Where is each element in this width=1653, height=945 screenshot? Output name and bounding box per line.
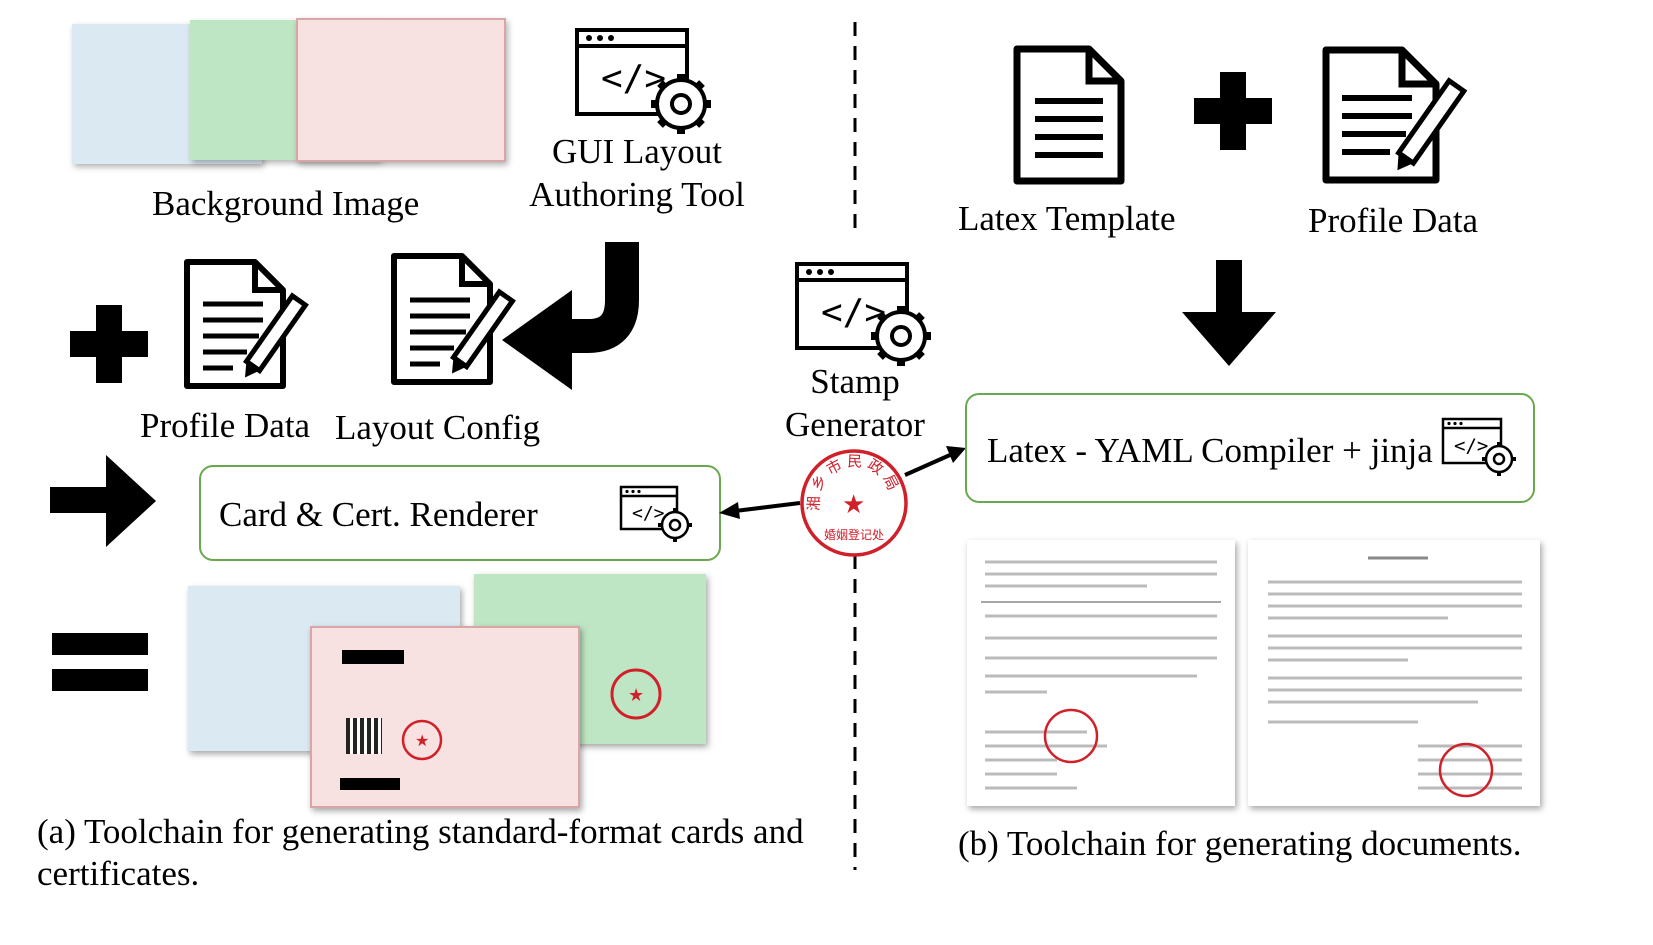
renderer-code-gear-icon: </>: [619, 485, 692, 542]
gui-tool-label-line1: GUI Layout: [551, 132, 723, 171]
svg-text:★: ★: [842, 490, 865, 519]
output-document-left: [967, 540, 1235, 806]
profile-data-label-right: Profile Data: [1308, 201, 1479, 240]
qr-code-icon: [346, 718, 382, 754]
profile-data-label-left: Profile Data: [140, 406, 311, 445]
svg-text:</>: </>: [1454, 435, 1488, 457]
green-card-stamp-icon: ★: [610, 668, 662, 720]
output-cards-collage: ★ ★: [188, 572, 708, 808]
doc-left-text-lines: [981, 560, 1221, 790]
latex-template-document-icon: [1013, 45, 1125, 185]
down-arrow-icon: [1182, 260, 1276, 366]
renderer-label: Card & Cert. Renderer: [219, 495, 538, 534]
stamp-generator-label-line1: Stamp: [810, 362, 900, 401]
gui-tool-label-line2: Authoring Tool: [529, 175, 745, 214]
gui-tool-code-gear-icon: </>: [575, 28, 711, 134]
cert-stamp-icon: ★: [401, 719, 443, 761]
profile-data-document-icon-right: [1322, 46, 1468, 184]
redacted-bar-bottom: [340, 778, 400, 790]
redacted-bar: [342, 650, 404, 664]
caption-a-line2: certificates.: [37, 854, 200, 893]
compiler-label: Latex - YAML Compiler + jinja: [987, 431, 1433, 470]
bg-card-pink: [296, 18, 506, 162]
profile-data-document-icon-left: [184, 259, 309, 389]
stamp-generator-code-gear-icon: </>: [795, 262, 931, 366]
layout-config-label: Layout Config: [335, 408, 541, 447]
background-image-label: Background Image: [152, 184, 420, 223]
curved-arrow-icon: [502, 242, 639, 390]
doc-right-text-lines: [1268, 556, 1522, 798]
svg-text:★: ★: [628, 685, 644, 705]
latex-yaml-compiler-box: Latex - YAML Compiler + jinja </>: [965, 393, 1535, 503]
compiler-code-gear-icon: </>: [1441, 417, 1516, 476]
background-image-collage: [72, 18, 506, 168]
svg-text:</>: </>: [601, 58, 666, 99]
svg-text:★: ★: [415, 733, 429, 750]
plus-icon-right: [1194, 72, 1272, 150]
caption-b: (b) Toolchain for generating documents.: [958, 824, 1522, 863]
card-cert-renderer-box: Card & Cert. Renderer </>: [199, 465, 721, 561]
layout-config-document-icon: [391, 253, 516, 385]
seal-bottom-text: 婚姻登记处: [824, 527, 884, 542]
equals-icon: [52, 633, 148, 691]
right-arrow-icon: [50, 455, 156, 547]
output-cert-pink: ★: [310, 626, 580, 808]
output-document-right: [1248, 540, 1540, 806]
red-seal-stamp: 湘乡市民政局 ★ 婚姻登记处: [800, 449, 908, 557]
stamp-generator-label-line2: Generator: [785, 405, 925, 444]
caption-a-line1: (a) Toolchain for generating standard-fo…: [37, 812, 804, 851]
latex-template-label: Latex Template: [958, 199, 1176, 238]
svg-text:</>: </>: [821, 292, 886, 333]
svg-text:</>: </>: [632, 503, 665, 524]
plus-icon-left: [70, 305, 148, 383]
